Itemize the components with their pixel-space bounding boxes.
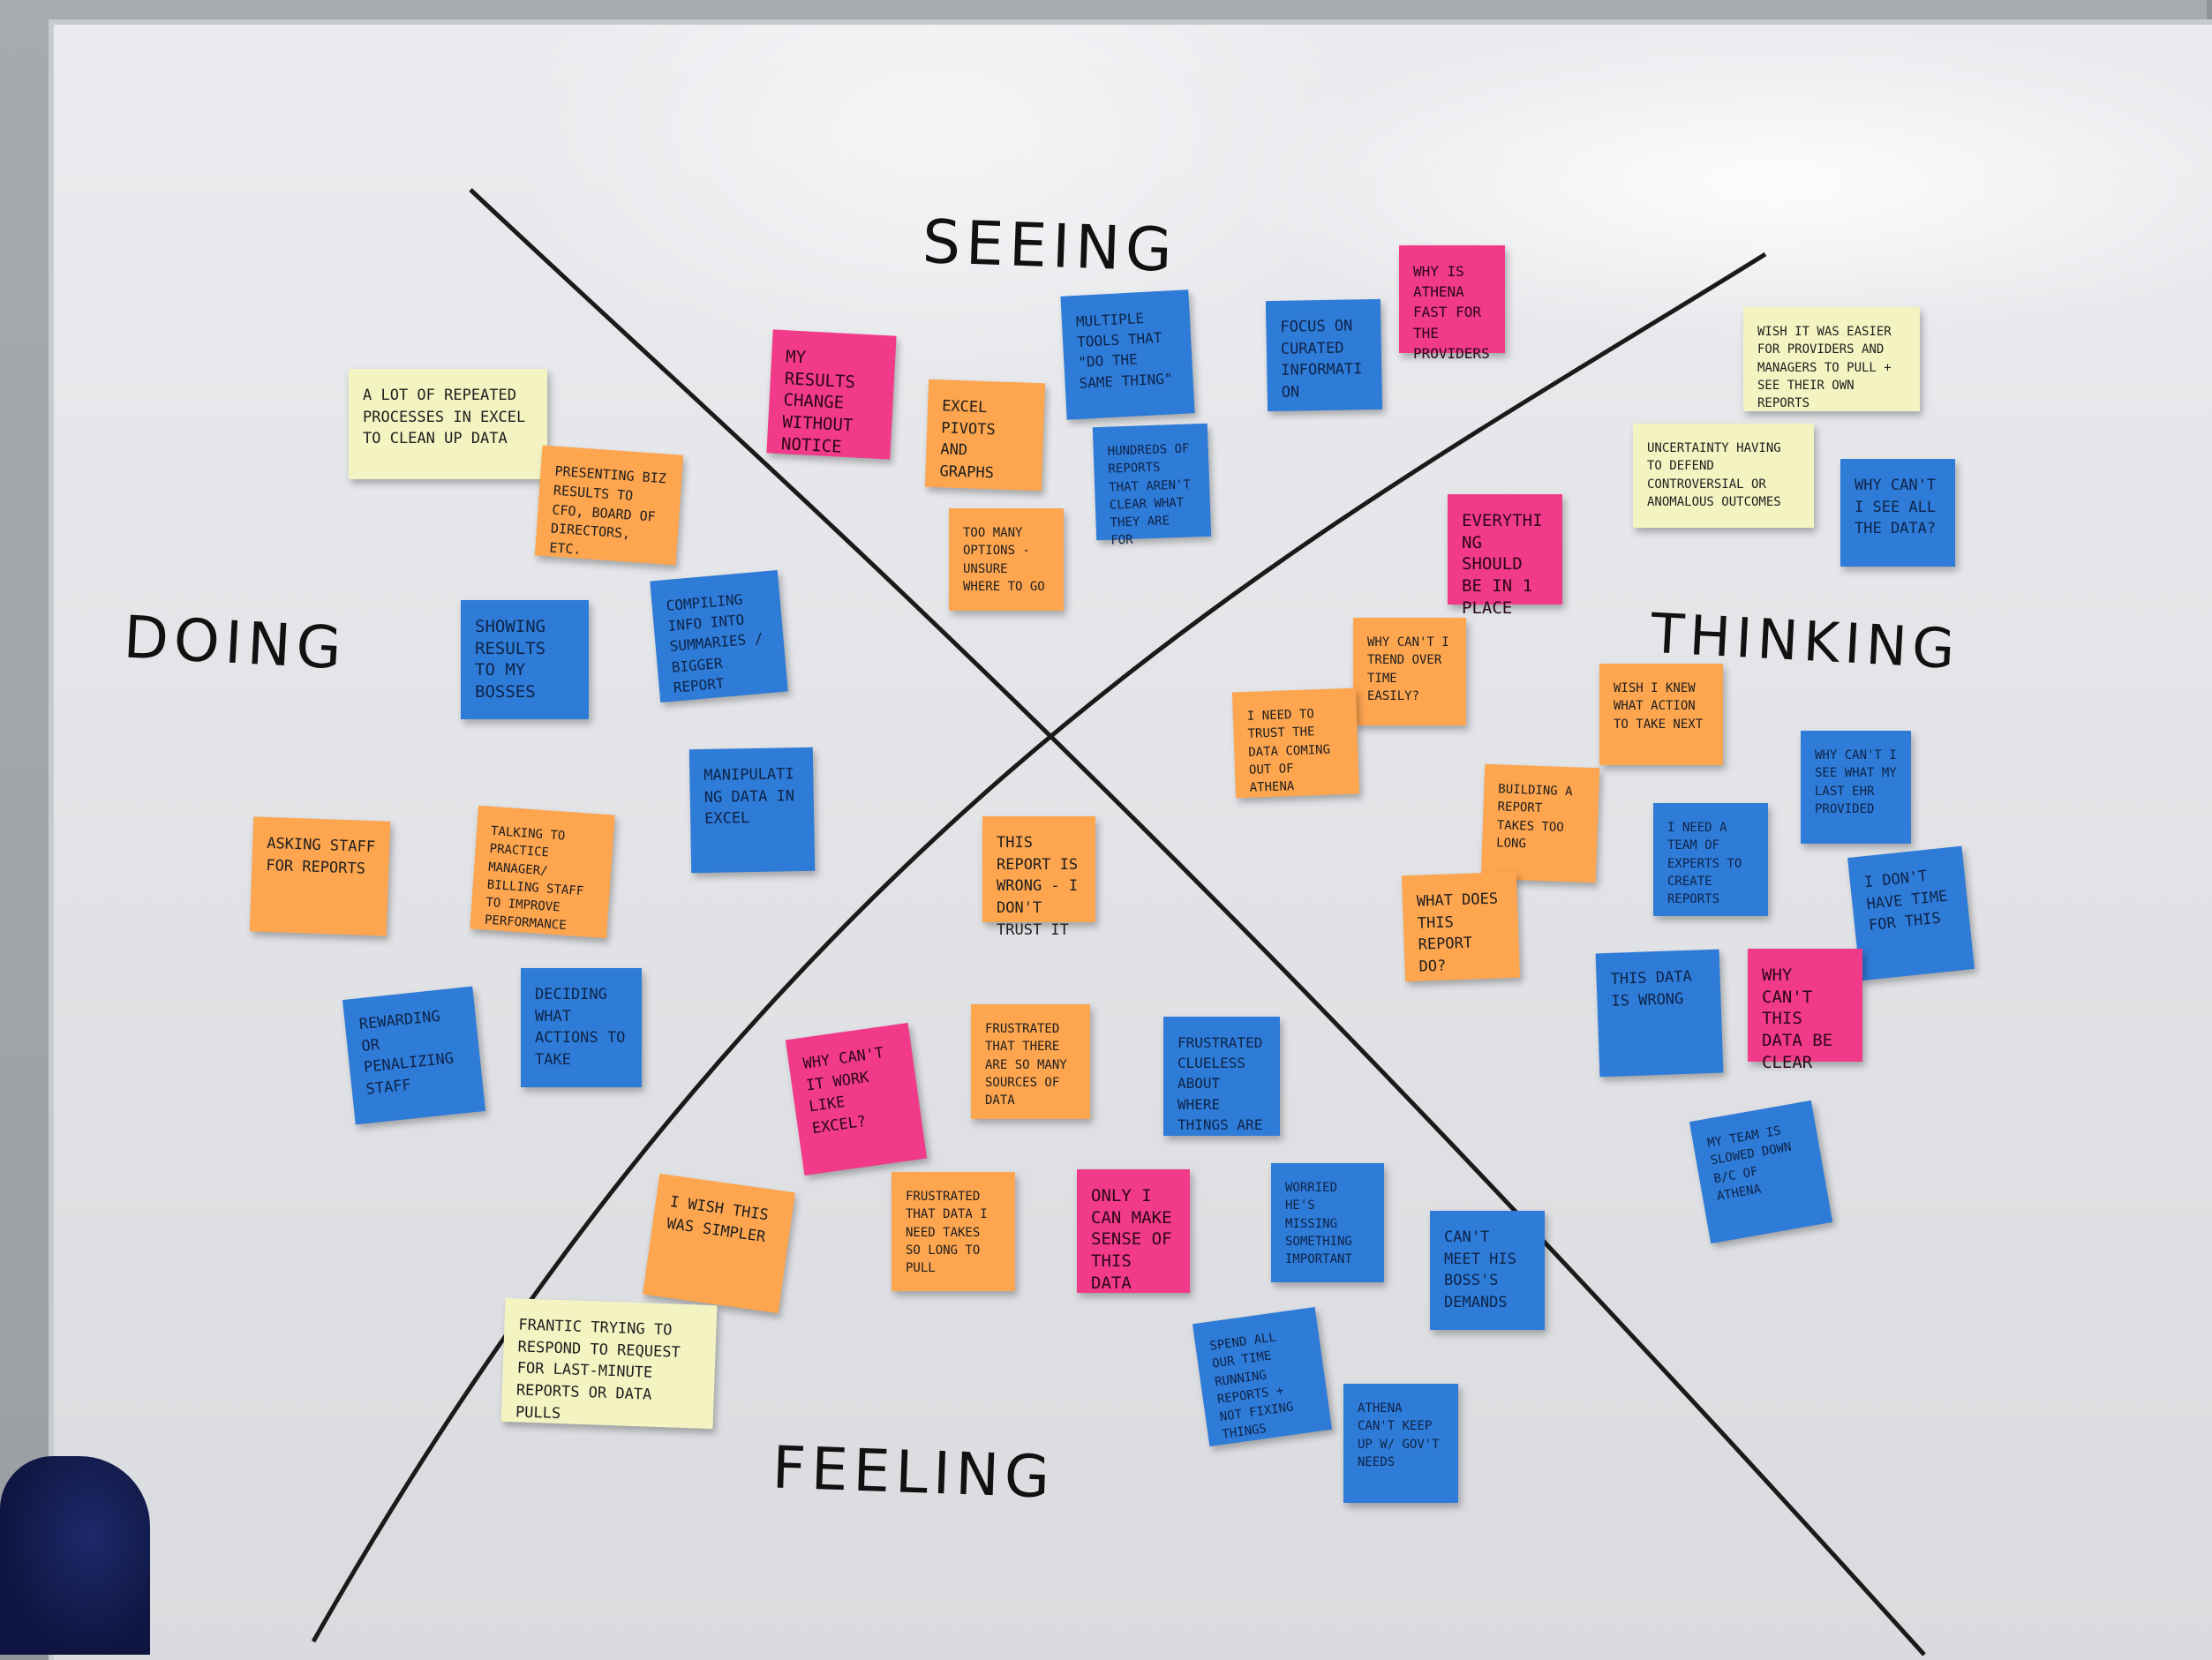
sticky-note: THIS REPORT IS WRONG - I DON'T TRUST IT [982,816,1095,939]
sticky-note: WHY CAN'T I TREND OVER TIME EASILY? [1353,618,1466,725]
sticky-note: FRUSTRATED THAT THERE ARE SO MANY SOURCE… [971,1004,1090,1119]
sticky-note: HUNDREDS OF REPORTS THAT AREN'T CLEAR WH… [1092,423,1212,548]
diagonal-line-right-to-left [311,252,1767,1643]
sticky-note: WHY CAN'T THIS DATA BE CLEAR [1748,949,1862,1072]
sticky-note: WISH IT WAS EASIER FOR PROVIDERS AND MAN… [1743,307,1920,411]
sticky-note: I NEED A TEAM OF EXPERTS TO CREATE REPOR… [1653,803,1768,916]
sticky-note: MULTIPLE TOOLS THAT "DO THE SAME THING" [1060,289,1195,420]
sticky-note: FOCUS ON CURATED INFORMATION [1265,298,1383,412]
sticky-note: I WISH THIS WAS SIMPLER [643,1173,795,1314]
sticky-note: I DON'T HAVE TIME FOR THIS [1847,845,1975,981]
sticky-note: FRUSTRATED THAT DATA I NEED TAKES SO LON… [892,1172,1015,1291]
sticky-note: CAN'T MEET HIS BOSS'S DEMANDS [1430,1211,1545,1330]
sticky-note: WHY CAN'T IT WORK LIKE EXCEL? [785,1023,928,1176]
sticky-note: DECIDING WHAT ACTIONS TO TAKE [521,968,642,1087]
sticky-note: TOO MANY OPTIONS - UNSURE WHERE TO GO [949,508,1064,611]
sticky-note: FRUSTRATED CLUELESS ABOUT WHERE THINGS A… [1163,1017,1280,1136]
label-doing: DOING [122,603,349,683]
sticky-note: WHY CAN'T I SEE WHAT MY LAST EHR PROVIDE… [1801,731,1911,844]
sticky-note: BUILDING A REPORT TAKES TOO LONG [1480,763,1600,883]
sticky-note: I NEED TO TRUST THE DATA COMING OUT OF A… [1231,687,1360,799]
sticky-note: WISH I KNEW WHAT ACTION TO TAKE NEXT [1599,664,1723,765]
sticky-note: SPEND ALL OUR TIME RUNNING REPORTS + NOT… [1192,1306,1333,1447]
sticky-note: UNCERTAINTY HAVING TO DEFEND CONTROVERSI… [1633,424,1814,528]
sticky-note: SHOWING RESULTS TO MY BOSSES [461,600,589,719]
sticky-note: ASKING STAFF FOR REPORTS [249,816,391,936]
label-seeing: SEEING [921,207,1179,287]
sticky-note: REWARDING OR PENALIZING STAFF [342,986,486,1125]
sticky-note: MY RESULTS CHANGE WITHOUT NOTICE [766,329,897,460]
sticky-note: MY TEAM IS SLOWED DOWN B/C OF ATHENA [1689,1100,1833,1244]
sticky-note: COMPILING INFO INTO SUMMARIES / BIGGER R… [650,569,788,703]
sticky-note: WHAT DOES THIS REPORT DO? [1401,871,1521,982]
sticky-note: THIS DATA IS WRONG [1595,949,1724,1078]
diagonal-line-left-to-right [469,188,1926,1656]
label-feeling: FEELING [771,1433,1057,1512]
sticky-note: MANIPULATING DATA IN EXCEL [688,747,816,874]
sticky-note: ATHENA CAN'T KEEP UP W/ GOV'T NEEDS [1343,1384,1458,1503]
sticky-note: PRESENTING BIZ RESULTS TO CFO, BOARD OF … [534,445,684,566]
sticky-note: EVERYTHING SHOULD BE IN 1 PLACE [1448,494,1562,618]
sticky-note: FRANTIC TRYING TO RESPOND TO REQUEST FOR… [500,1297,718,1430]
sticky-note: WORRIED HE'S MISSING SOMETHING IMPORTANT [1271,1163,1384,1282]
sticky-note: A LOT OF REPEATED PROCESSES IN EXCEL TO … [349,369,547,479]
sticky-note: WHY IS ATHENA FAST FOR THE PROVIDERS [1399,245,1505,362]
sticky-note: TALKING TO PRACTICE MANAGER/ BILLING STA… [470,805,615,939]
sticky-note: WHY CAN'T I SEE ALL THE DATA? [1840,459,1955,567]
sticky-note: ONLY I CAN MAKE SENSE OF THIS DATA [1077,1169,1190,1293]
sticky-note: EXCEL PIVOTS AND GRAPHS [924,379,1046,492]
chair-back [0,1456,150,1655]
